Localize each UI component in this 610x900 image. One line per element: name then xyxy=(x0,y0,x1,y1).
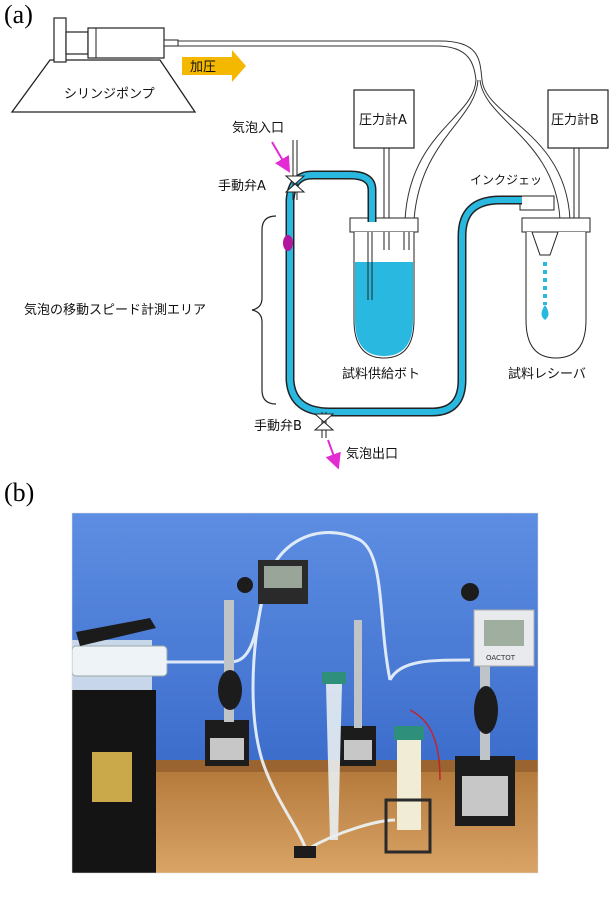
photo-tubing xyxy=(165,531,471,852)
gauge-a-label: 圧力計A xyxy=(359,112,407,128)
pressure-gauge-a xyxy=(353,89,415,220)
bubble-inlet-label: 気泡入口 xyxy=(232,120,284,136)
inkjet-label: インクジェッ xyxy=(470,173,542,187)
valve-a-label: 手動弁A xyxy=(218,179,266,194)
gauge-b-label: 圧力計B xyxy=(551,112,599,128)
pressure-gauge-b xyxy=(547,89,609,220)
receiver-label: 試料レシーバ xyxy=(508,366,586,382)
measurement-area-label: 気泡の移動スピード計測エリア xyxy=(24,302,206,318)
panel-b-label: (b) xyxy=(4,478,35,507)
photo-wire xyxy=(409,709,441,781)
bubble-outlet-arrow xyxy=(325,439,341,470)
syringe-pump xyxy=(10,17,197,113)
supply-bottle-label: 試料供給ボト xyxy=(342,366,420,382)
valve-b-label: 手動弁B xyxy=(254,419,302,434)
fluid-loop-tubing xyxy=(285,170,522,417)
valve-a xyxy=(284,140,306,200)
pressure-label: 加圧 xyxy=(190,60,216,75)
photo-syringe-pump xyxy=(72,618,168,873)
measurement-brace xyxy=(251,215,277,405)
photo-binder-clip xyxy=(294,846,316,858)
supply-bottle xyxy=(349,217,419,359)
bubble-outlet-label: 気泡出口 xyxy=(346,446,398,462)
gauge-b-display-text: OACTOT xyxy=(486,654,516,662)
photo-receiver-tube xyxy=(384,726,432,854)
schematic-diagram: シリンジポンプ 加圧 圧力計A 圧力計B 試料供給ボト xyxy=(10,17,609,470)
photo-stands xyxy=(205,600,515,826)
syringe-tubing xyxy=(178,40,571,221)
syringe-pump-label: シリンジポンプ xyxy=(64,87,155,102)
photo-gauge-a xyxy=(237,560,308,604)
bubble-inlet-arrow xyxy=(271,141,291,173)
photo-gauge-b: OACTOT xyxy=(461,583,535,667)
photo-supply-tube xyxy=(322,672,346,840)
valve-b xyxy=(313,412,335,438)
sample-receiver xyxy=(519,195,591,359)
panel-a-label: (a) xyxy=(4,0,33,29)
pressure-arrow xyxy=(182,50,246,82)
air-bubble xyxy=(283,235,293,251)
